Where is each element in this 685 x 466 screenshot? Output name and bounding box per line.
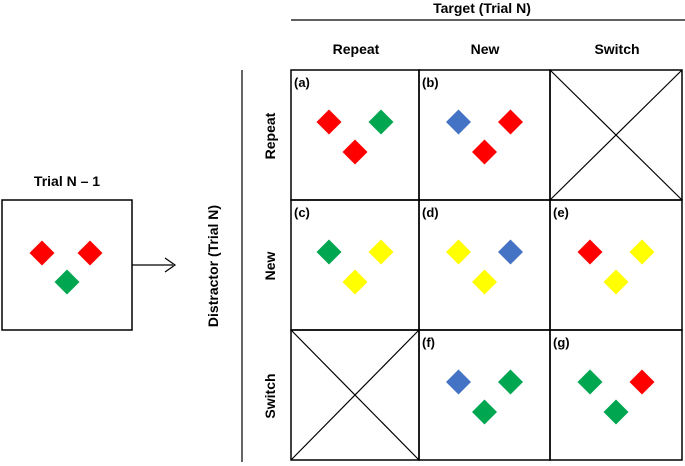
diamond-blue: [498, 239, 523, 265]
grid-cell: (a): [290, 69, 420, 201]
grid-cell: (c): [290, 199, 420, 331]
diamond-yellow: [446, 239, 471, 265]
cell-label: (f): [422, 335, 435, 350]
grid-cell-border: [418, 199, 551, 331]
col-header-repeat: Repeat: [333, 41, 380, 57]
grid-cell: (g): [549, 329, 683, 461]
not-applicable-cross: [549, 69, 683, 201]
diamond-green: [603, 399, 629, 425]
condition-grid: (a) (b) (c) (d) (e) (f) (g): [290, 69, 683, 461]
diamond-red: [629, 369, 655, 395]
grid-cell: (d): [418, 199, 551, 331]
not-applicable-cross: [290, 329, 420, 461]
diamond-yellow: [368, 239, 394, 265]
diamond-red: [316, 109, 342, 135]
distractor-header: Distractor (Trial N): [205, 205, 221, 327]
row-header-repeat: Repeat: [262, 112, 278, 159]
grid-cell-border: [290, 69, 420, 201]
grid-cell: [549, 69, 683, 201]
arrow-head: [164, 257, 177, 273]
grid-cell: (f): [418, 329, 551, 461]
trial-prev-diamonds: [29, 240, 103, 295]
diamond-yellow: [603, 269, 629, 295]
col-header-new: New: [471, 41, 500, 57]
diamond-green: [577, 369, 603, 395]
diamond-green: [472, 399, 497, 425]
diamond-yellow: [472, 269, 497, 295]
trial-prev-diamond-red: [77, 240, 103, 266]
target-header: Target (Trial N): [433, 0, 531, 16]
diamond-red: [498, 109, 523, 135]
diamond-green: [368, 109, 394, 135]
trial-prev-box: [1, 199, 133, 331]
trial-prev-label: Trial N – 1: [34, 173, 100, 189]
diamond-yellow: [629, 239, 655, 265]
grid-cell-border: [418, 329, 551, 461]
diamond-yellow: [342, 269, 368, 295]
grid-cell-border: [418, 69, 551, 201]
trial-prev-diamond-green: [54, 269, 80, 295]
grid-cell: (b): [418, 69, 551, 201]
row-header-new: New: [262, 252, 278, 281]
grid-cell-border: [290, 199, 420, 331]
cell-label: (d): [422, 205, 439, 220]
diamond-red: [342, 139, 368, 165]
cell-label: (a): [294, 75, 310, 90]
cell-label: (e): [553, 205, 569, 220]
diamond-blue: [446, 369, 471, 395]
col-header-switch: Switch: [594, 41, 639, 57]
diamond-red: [577, 239, 603, 265]
grid-cell: (e): [549, 199, 683, 331]
grid-cell: [290, 329, 420, 461]
diamond-green: [498, 369, 523, 395]
grid-cell-border: [549, 199, 683, 331]
cell-label: (g): [553, 335, 570, 350]
diamond-blue: [446, 109, 471, 135]
cell-label: (b): [422, 75, 439, 90]
diamond-red: [472, 139, 497, 165]
grid-cell-border: [549, 329, 683, 461]
cell-label: (c): [294, 205, 310, 220]
diamond-green: [316, 239, 342, 265]
row-header-switch: Switch: [262, 373, 278, 418]
trial-prev-diamond-red: [29, 240, 55, 266]
